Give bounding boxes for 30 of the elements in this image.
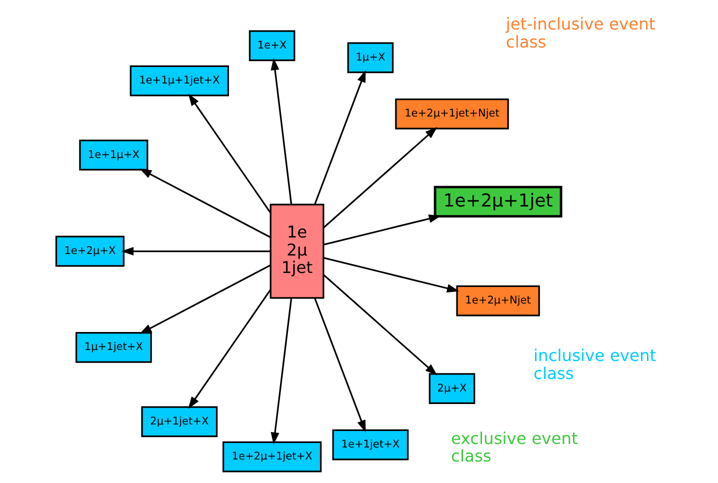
node-box: 1e+1μ+1jet+X [129,65,228,96]
arrow [322,274,437,376]
arrow [270,298,292,445]
arrow [314,70,366,205]
node-box: 1e+2μ+1jet [433,186,562,218]
node-box: 1e+2μ+X [54,236,124,267]
arrow [188,289,271,409]
arrow [322,257,459,292]
node-box: 1e+2μ+Njet [456,285,540,316]
arrow [270,58,292,204]
label: exclusive event class [450,428,578,466]
arrow [322,214,441,246]
arrow [322,126,437,228]
node-box: 2μ+1jet+X [140,406,218,438]
node-box: 1e+X [248,30,295,62]
arrow [138,264,270,334]
node-box: 1e+2μ+1jet+X [222,441,322,472]
arrow [120,246,270,256]
arrow [188,94,271,214]
node-box: 1μ+X [346,42,394,74]
node-box: 1e+2μ+1jet+Njet [394,98,508,130]
arrow [314,298,366,432]
node-box: 1e+1jet+X [332,429,408,460]
label: jet-inclusive event class [505,14,655,52]
node-box: 1e+1μ+X [78,140,148,170]
node-box: 1e 2μ 1jet [269,204,324,299]
arrow [138,168,270,238]
node-box: 1μ+1jet+X [75,332,152,363]
label: inclusive event class [533,346,656,383]
node-box: 2μ+X [428,373,475,404]
